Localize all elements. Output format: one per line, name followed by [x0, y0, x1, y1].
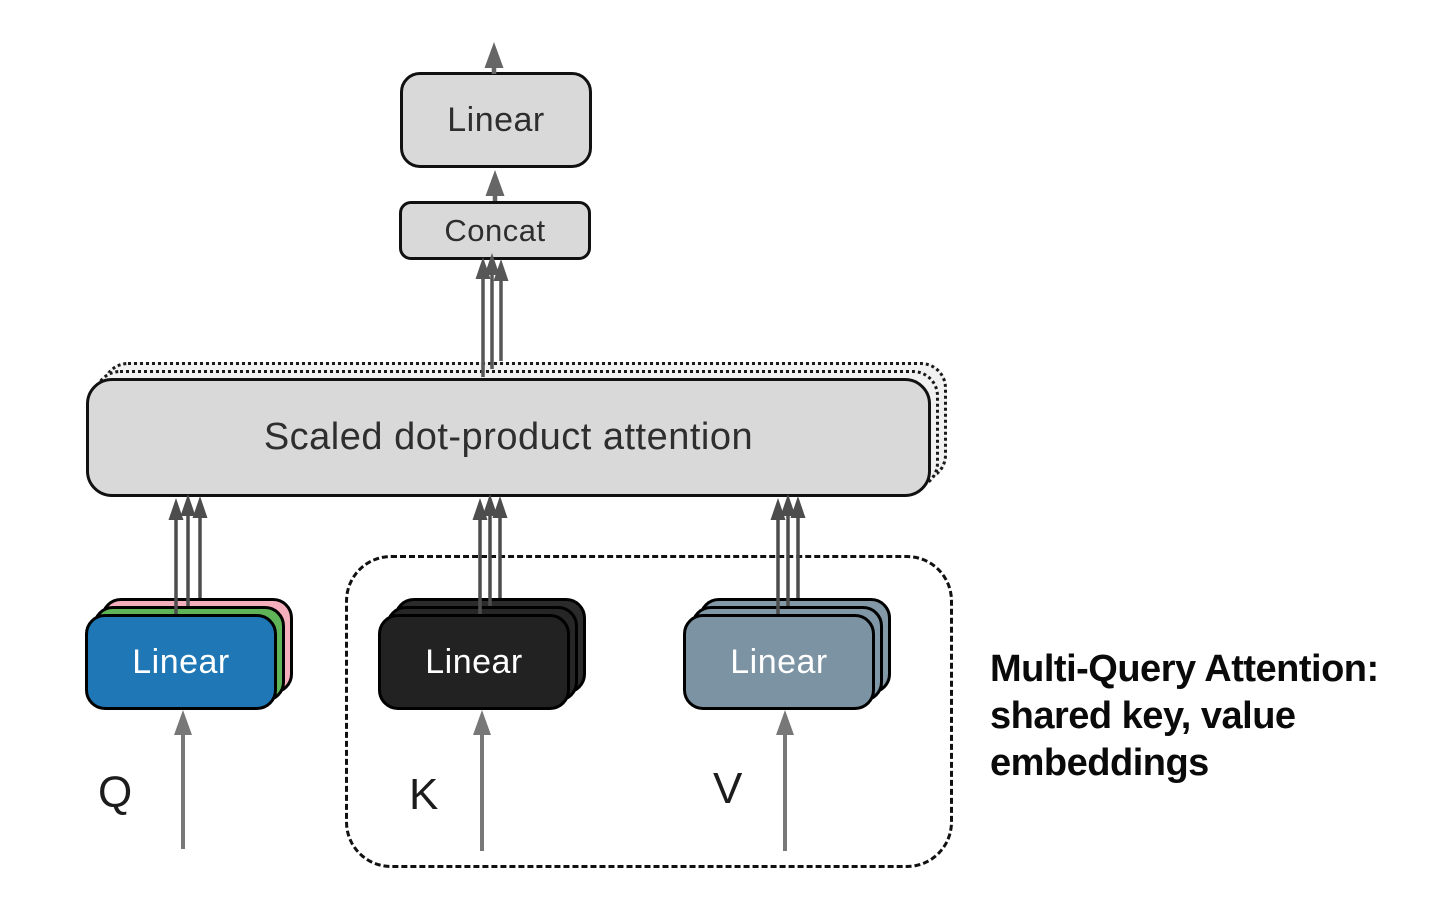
q-input-arrow [174, 710, 192, 849]
caption-line-1: Multi-Query Attention: [990, 648, 1379, 690]
output-arrow [484, 42, 504, 74]
caption-line-2: shared key, value [990, 695, 1296, 737]
q-to-attention-arrow-1 [168, 498, 184, 614]
output-linear-label: Linear [447, 100, 545, 139]
k-linear-stack: Linear [378, 598, 586, 710]
attention-box: Scaled dot-product attention [86, 378, 931, 497]
q-input-label: Q [98, 768, 133, 817]
concat-label: Concat [444, 212, 546, 248]
q-linear-stack: Linear [85, 598, 293, 710]
k-input-label: K [409, 770, 439, 819]
k-linear-box: Linear [378, 614, 570, 710]
output-linear-box: Linear [400, 72, 592, 168]
caption: Multi-Query Attention: shared key, value… [990, 646, 1379, 787]
q-to-attention-arrow-2 [180, 494, 196, 606]
concat-to-linear-arrow [485, 170, 505, 201]
attention-to-concat-arrow-3 [493, 259, 509, 361]
attention-stack: Scaled dot-product attention [86, 362, 947, 497]
v-linear-stack: Linear [683, 598, 891, 710]
attention-to-concat-arrow-1 [475, 257, 491, 377]
q-linear-box: Linear [85, 614, 277, 710]
v-linear-box: Linear [683, 614, 875, 710]
v-input-label: V [713, 764, 743, 813]
attention-label: Scaled dot-product attention [263, 416, 754, 458]
q-linear-label: Linear [132, 642, 230, 681]
v-linear-label: Linear [730, 642, 828, 681]
k-linear-label: Linear [425, 642, 523, 681]
attention-to-concat-arrow-2 [484, 253, 500, 369]
concat-box: Concat [399, 201, 591, 260]
q-to-attention-arrow-3 [192, 496, 208, 598]
caption-line-3: embeddings [990, 742, 1209, 784]
shared-kv-dashed-region [345, 555, 953, 868]
